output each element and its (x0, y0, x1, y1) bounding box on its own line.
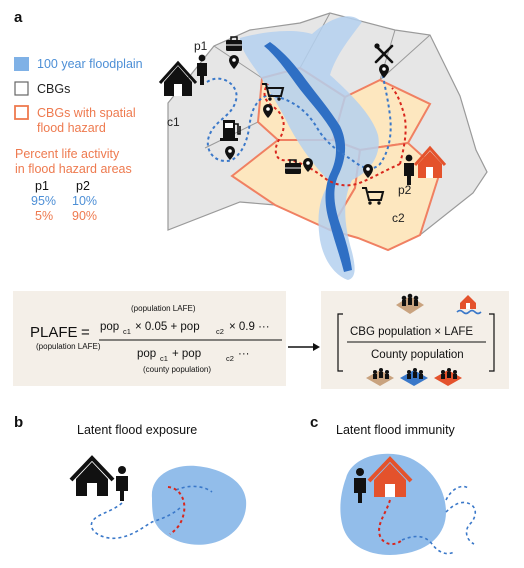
flood-zone (340, 453, 446, 555)
panel-label-c: c (310, 414, 318, 431)
label-c2: c2 (392, 211, 405, 225)
county-denominator: County population (371, 349, 464, 361)
numerator-note: (population LAFE) (131, 304, 196, 313)
equals-sign: = (81, 324, 90, 341)
river (264, 42, 352, 272)
caption-b: Latent flood exposure (77, 423, 197, 437)
activity-col-p1: p1 (35, 179, 49, 193)
briefcase-icon (226, 36, 242, 51)
caption-c: Latent flood immunity (336, 423, 456, 437)
plafe-sub: (population LAFE) (36, 342, 101, 351)
denominator-c1: c1 (160, 354, 168, 363)
activity-row2-p1: 5% (35, 209, 53, 223)
path-blue (90, 485, 213, 540)
population-group-icon (396, 293, 424, 314)
bracket-right (489, 313, 495, 372)
county-numerator: CBG population × LAFE (350, 326, 473, 338)
numerator-mid: × 0.05 + pop (135, 321, 200, 333)
location-pin-icon (303, 158, 313, 172)
arrow-right-icon (288, 343, 320, 351)
activity-row1-p2: 10% (72, 194, 97, 208)
path-red (378, 499, 403, 546)
panel-label-a: a (14, 9, 23, 26)
population-group-icon (366, 368, 394, 386)
legend-label-hazard-1: CBGs with spatial (37, 106, 136, 120)
county-formula: CBG population × LAFE County population (337, 293, 495, 386)
activity-table: Percent life activity in flood hazard ar… (15, 147, 132, 223)
denominator-pop1: pop (137, 348, 156, 360)
floodplain (240, 16, 379, 280)
location-pin-icon (225, 146, 235, 160)
panel-c-illustration (340, 453, 477, 555)
person-icon (116, 466, 128, 501)
label-c1: c1 (167, 115, 180, 129)
location-pin-icon (229, 55, 239, 69)
numerator-pop1: pop (100, 321, 119, 333)
path-p2 (263, 83, 407, 187)
legend-swatch-cbgs (14, 81, 29, 96)
location-pin-icon (363, 164, 373, 178)
numerator-c1: c1 (123, 327, 131, 336)
person-icon (354, 468, 366, 503)
path-blue (445, 485, 469, 501)
activity-row1-p1: 95% (31, 194, 56, 208)
legend-label-floodplain: 100 year floodplain (37, 57, 143, 71)
home-icon (367, 456, 413, 497)
population-group-icon (434, 368, 462, 386)
gas-station-icon (220, 120, 241, 141)
label-p1: p1 (194, 39, 208, 53)
flood-zone (151, 465, 247, 545)
plafe-box (13, 291, 286, 386)
location-pin-icon (379, 64, 389, 78)
denominator-c2: c2 (226, 354, 234, 363)
flood-house-icon (456, 295, 482, 315)
legend-swatch-floodplain (14, 57, 29, 71)
legend-swatch-hazard (14, 105, 29, 120)
home-icon (158, 60, 198, 96)
shopping-cart-icon (362, 187, 385, 205)
location-pin-icon (263, 104, 273, 118)
denominator-note: (county population) (143, 365, 211, 374)
activity-title-2: in flood hazard areas (15, 162, 132, 176)
label-p2: p2 (398, 183, 412, 197)
home-icon (69, 455, 115, 496)
path-blue (401, 501, 477, 555)
briefcase-icon (285, 159, 301, 174)
numerator-c2: c2 (216, 327, 224, 336)
activity-col-p2: p2 (76, 179, 90, 193)
population-group-icon (400, 368, 428, 386)
plafe-equation: PLAFE (population LAFE) = (population LA… (30, 304, 282, 374)
bracket-left (337, 313, 343, 372)
numerator-end: × 0.9 ··· (229, 321, 270, 333)
activity-title-1: Percent life activity (15, 147, 120, 161)
denominator-mid: + pop (172, 348, 201, 360)
denominator-end: ··· (238, 348, 250, 360)
activity-row2-p2: 90% (72, 209, 97, 223)
shopping-cart-icon (262, 83, 285, 101)
legend-label-cbgs: CBGs (37, 82, 70, 96)
map: p1 c1 (158, 12, 488, 280)
person-icon (404, 154, 414, 185)
legend-label-hazard-2: flood hazard (37, 121, 106, 135)
plafe-label: PLAFE (30, 324, 78, 341)
legend: 100 year floodplain CBGs CBGs with spati… (14, 57, 143, 135)
home-icon (413, 145, 447, 178)
panel-b-illustration (69, 455, 247, 545)
person-icon (197, 54, 207, 85)
restaurant-icon (374, 43, 394, 64)
panel-label-b: b (14, 414, 23, 431)
